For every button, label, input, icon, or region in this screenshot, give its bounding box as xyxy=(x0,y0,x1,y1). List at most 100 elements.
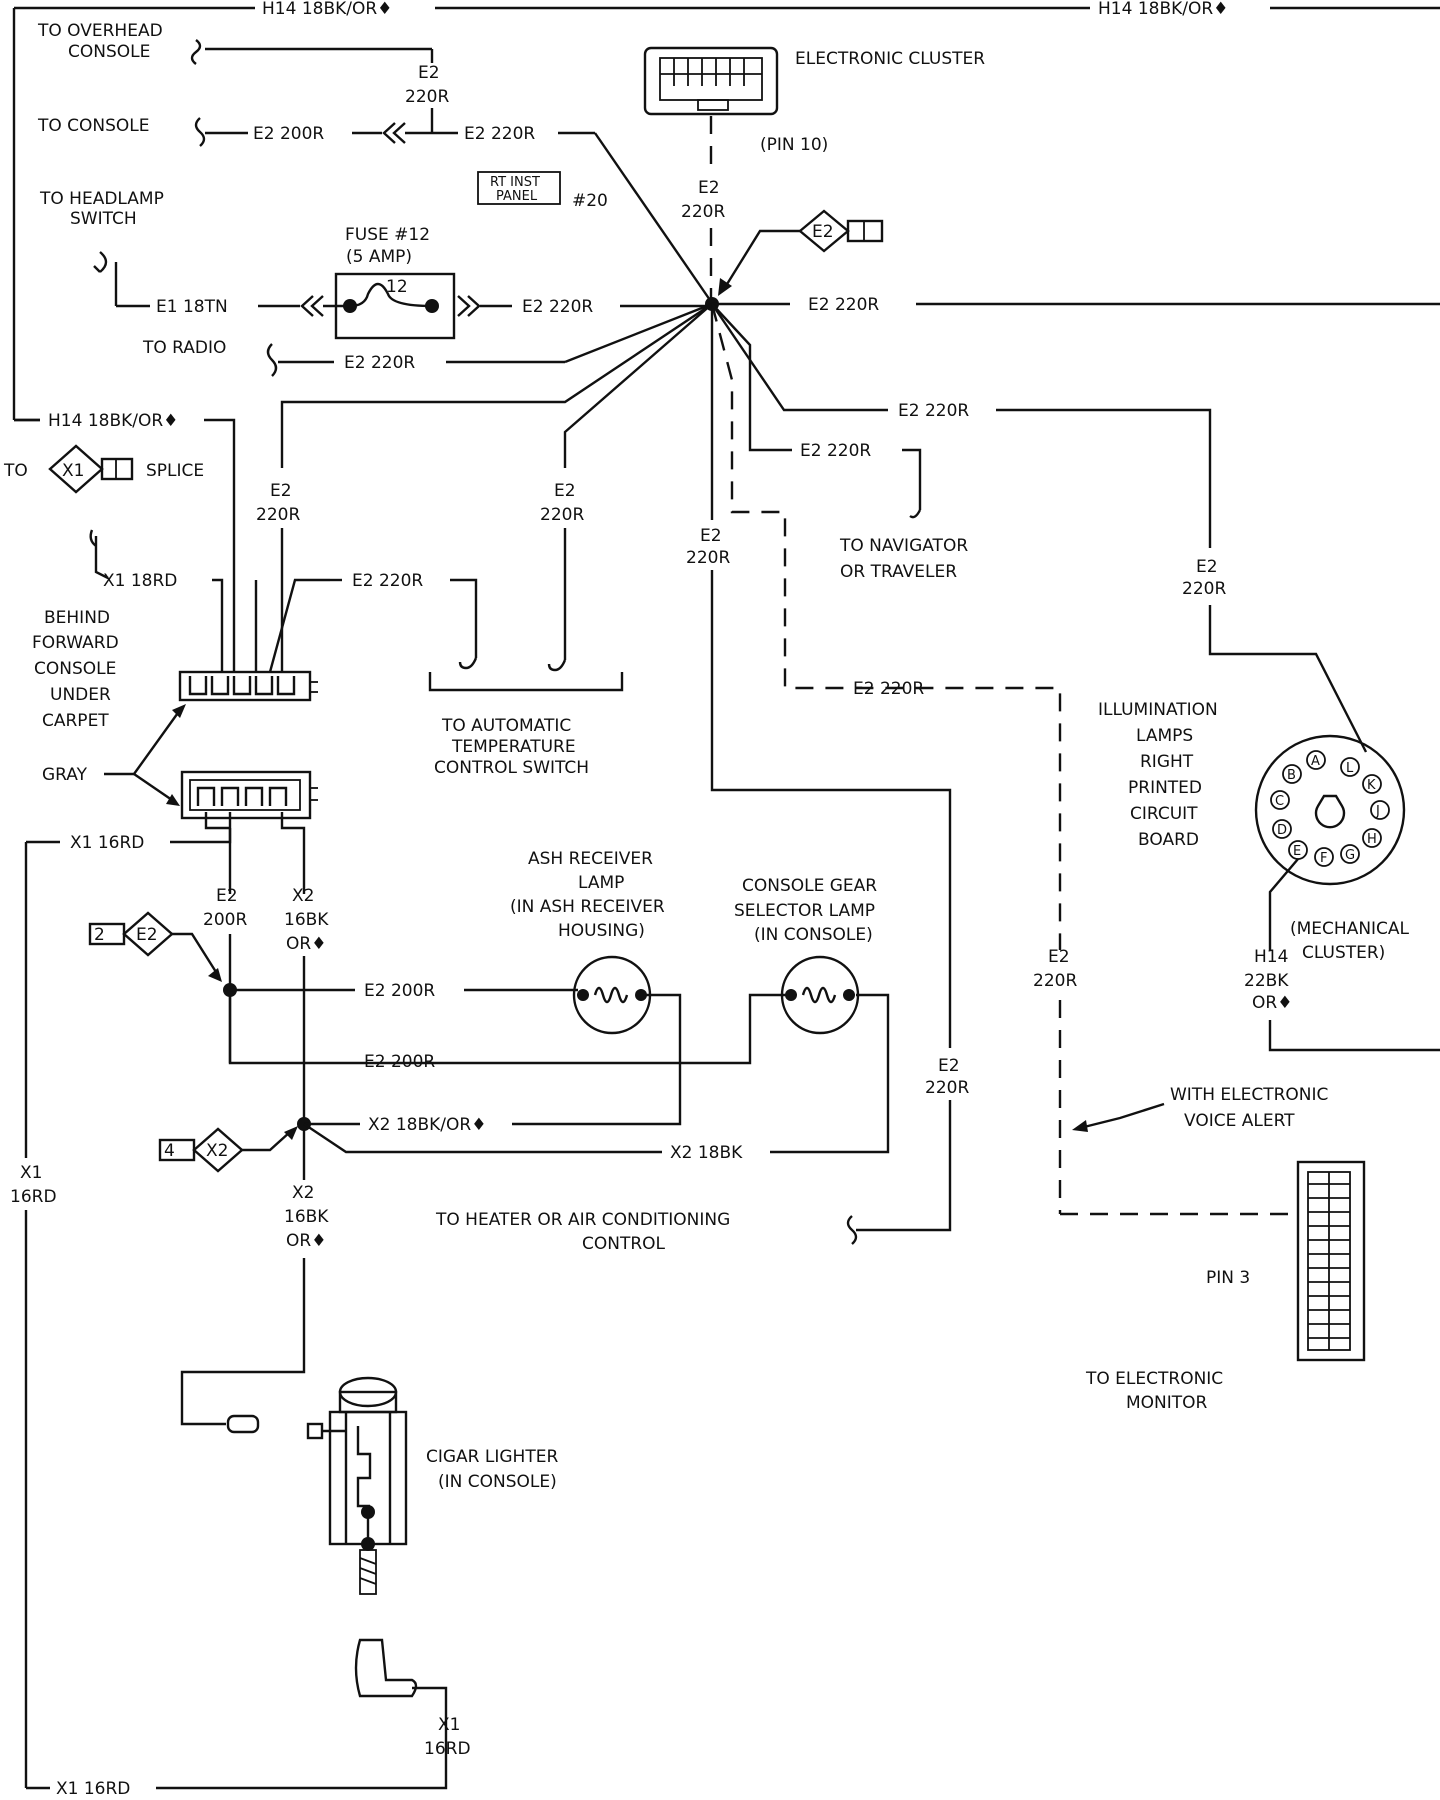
x1-left-label: X1 xyxy=(20,1163,42,1183)
mech-pin-b: B xyxy=(1282,764,1302,784)
mech-pin-d: D xyxy=(1272,819,1292,839)
mech-wire-220r: 220R xyxy=(1182,579,1226,599)
svg-text:G: G xyxy=(1345,848,1355,863)
cigar-label-2: (IN CONSOLE) xyxy=(438,1472,557,1492)
splice-right-wire: E2 220R xyxy=(808,295,879,315)
radio-wire-label: E2 220R xyxy=(344,353,415,373)
gear-label-3: (IN CONSOLE) xyxy=(754,925,873,945)
monitor-wire-e2: E2 xyxy=(1048,947,1070,967)
behind-label-3: CONSOLE xyxy=(34,659,116,679)
cluster-wire-220r: 220R xyxy=(681,202,725,222)
heater-wire-e2-b: E2 xyxy=(938,1056,960,1076)
behind-label-5: CARPET xyxy=(42,711,109,731)
x2-branch: X2 16BK OR♦ X2 18BK/OR♦ X2 18BK X2 4 X2 … xyxy=(158,812,890,1434)
mech-pin-f: F xyxy=(1314,847,1334,867)
mech-pin-e: E xyxy=(1288,840,1308,860)
atc-mid-wire-e2: E2 xyxy=(554,481,576,501)
e2-tag-text: E2 xyxy=(812,222,834,242)
gear-label-1: CONSOLE GEAR xyxy=(742,876,877,896)
16rd-left-label: 16RD xyxy=(10,1187,57,1207)
atc-mid-wire-220r: 220R xyxy=(540,505,584,525)
fuse-number: 12 xyxy=(386,277,408,297)
svg-text:F: F xyxy=(1320,851,1327,866)
radio-branch: TO RADIO E2 220R xyxy=(142,302,713,377)
mech-pin-k: K xyxy=(1362,774,1382,794)
console-wire-label: E2 200R xyxy=(253,124,324,144)
rt-inst-label: RT INST xyxy=(490,175,540,190)
ash-label-4: HOUSING) xyxy=(558,921,645,941)
mech-label-2: CLUSTER) xyxy=(1302,943,1385,963)
x2-18bkor-label: X2 18BK/OR♦ xyxy=(368,1115,486,1135)
rt-inst-label-2: PANEL xyxy=(496,189,538,204)
headlamp-branch: TO HEADLAMP SWITCH E1 18TN xyxy=(39,189,300,317)
illum-label-4: PRINTED xyxy=(1128,778,1202,798)
electronic-cluster-label: ELECTRONIC CLUSTER xyxy=(795,49,985,69)
svg-text:A: A xyxy=(1311,754,1320,769)
mech-pin-c: C xyxy=(1270,790,1290,810)
headlamp-label-2: SWITCH xyxy=(70,209,137,229)
e2-200r-wire-e2: E2 xyxy=(216,886,238,906)
headlamp-wire-label: E1 18TN xyxy=(156,297,228,317)
mech-pin-a: A xyxy=(1306,750,1326,770)
atc-wire-label: E2 220R xyxy=(352,571,423,591)
x1-bottom-label: X1 xyxy=(438,1715,460,1735)
navigator-label: TO NAVIGATOR xyxy=(839,536,968,556)
gear-label-2: SELECTOR LAMP xyxy=(734,901,875,921)
voice-label-2: VOICE ALERT xyxy=(1184,1111,1295,1131)
gray-connector-top xyxy=(178,670,318,702)
illumination-label: ILLUMINATION LAMPS RIGHT PRINTED CIRCUIT… xyxy=(1098,700,1218,850)
svg-text:L: L xyxy=(1346,761,1354,776)
fuse-label: FUSE #12 xyxy=(345,225,430,245)
mechanical-cluster-connector: A B C D E F G H J K L H14 22BK OR♦ (MECH… xyxy=(1244,734,1440,1052)
x2-wire-or: OR♦ xyxy=(286,934,326,954)
behind-label-4: UNDER xyxy=(50,685,111,705)
electronic-monitor: WITH ELECTRONIC VOICE ALERT PIN 3 TO ELE… xyxy=(1072,1085,1366,1413)
atc-label-3: CONTROL SWITCH xyxy=(434,758,589,778)
atc-label-2: TEMPERATURE xyxy=(451,737,576,757)
e2-lower-tag-text: E2 xyxy=(136,925,158,945)
x2-wire-16bk: 16BK xyxy=(284,910,329,930)
x1-ground-lead: X1 16RD xyxy=(354,1638,471,1759)
cigar-lighter: CIGAR LIGHTER (IN CONSOLE) xyxy=(306,1376,558,1595)
cigar-label-1: CIGAR LIGHTER xyxy=(426,1447,558,1467)
x2-tag-text: X2 xyxy=(206,1141,228,1161)
e2-splice-tag: E2 xyxy=(718,209,884,296)
monitor-label: TO ELECTRONIC xyxy=(1085,1369,1223,1389)
overhead-label-2: CONSOLE xyxy=(68,42,150,62)
mech-pin-j: J xyxy=(1370,800,1390,820)
h14-left-label: H14 18BK/OR♦ xyxy=(48,411,178,431)
x2-tag-num: 4 xyxy=(164,1141,175,1161)
mech-pin-h: H xyxy=(1362,828,1382,848)
heater-wire-220r: 220R xyxy=(686,548,730,568)
heater-label-2: CONTROL xyxy=(582,1234,666,1254)
ash-label-1: ASH RECEIVER xyxy=(528,849,653,869)
svg-text:C: C xyxy=(1275,794,1284,809)
x2-18bk-label: X2 18BK xyxy=(670,1143,743,1163)
x2-wire-or-b: OR♦ xyxy=(286,1231,326,1251)
to-label: TO xyxy=(3,461,28,481)
mech-or-label: OR♦ xyxy=(1252,993,1292,1013)
gray-connector-bottom xyxy=(180,770,318,820)
mech-wire-e2: E2 xyxy=(1196,557,1218,577)
svg-text:D: D xyxy=(1277,823,1287,838)
monitor-wire-220r: 220R xyxy=(1033,971,1077,991)
illum-label-6: BOARD xyxy=(1138,830,1199,850)
behind-label-2: FORWARD xyxy=(32,633,119,653)
e2-200r-branch: E2 200R E2 200R E2 200R E2 2 xyxy=(88,812,787,1072)
atc-left-wire-220r: 220R xyxy=(256,505,300,525)
cluster-wire-e2: E2 xyxy=(698,178,720,198)
gray-label: GRAY xyxy=(42,765,88,785)
x1-18rd-label: X1 18RD xyxy=(103,571,177,591)
heater-wire-220r-b: 220R xyxy=(925,1078,969,1098)
ash-label-3: (IN ASH RECEIVER xyxy=(510,897,665,917)
ash-label-2: LAMP xyxy=(578,873,624,893)
svg-text:E: E xyxy=(1293,844,1301,859)
svg-text:B: B xyxy=(1287,768,1296,783)
x1-tag-text: X1 xyxy=(62,461,84,481)
heater-label: TO HEATER OR AIR CONDITIONING xyxy=(435,1210,730,1230)
overhead-wire-220r: 220R xyxy=(405,87,449,107)
behind-console-label: BEHIND FORWARD CONSOLE UNDER CARPET GRAY xyxy=(32,608,186,806)
atc-branch: E2 220R TO AUTOMATIC TEMPERATURE CONTROL… xyxy=(268,571,624,778)
fuse-12: FUSE #12 (5 AMP) 12 E2 220R xyxy=(300,225,712,340)
console-gear-lamp: CONSOLE GEAR SELECTOR LAMP (IN CONSOLE) xyxy=(734,876,877,1035)
